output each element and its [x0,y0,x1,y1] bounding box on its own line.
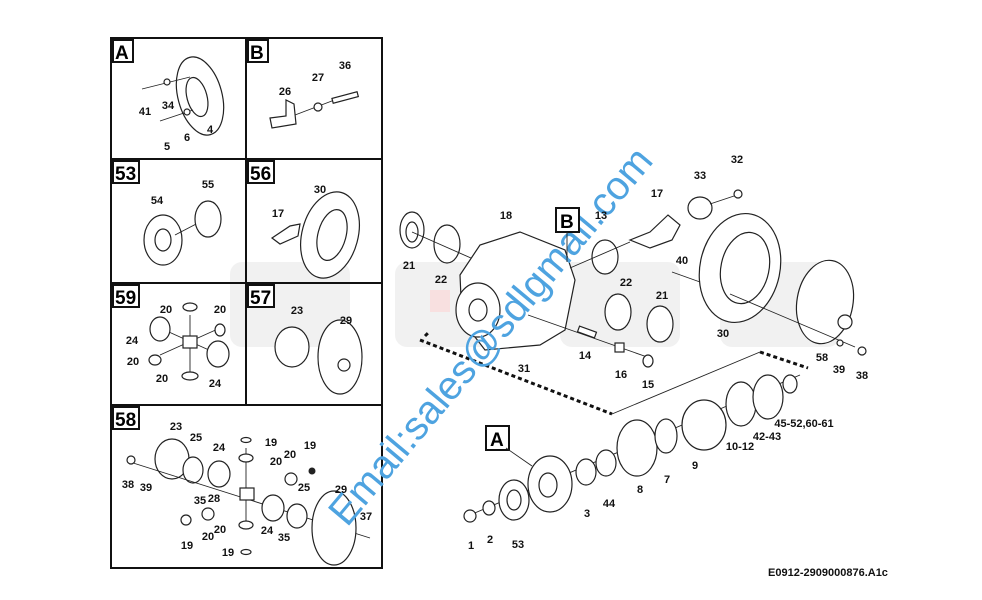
part-number-label: 39 [140,482,152,494]
part-number-label: 36 [339,60,351,72]
part-number-label: 31 [518,363,530,375]
part-number-label: 3 [584,508,590,520]
part-number-label: 42-43 [753,431,781,443]
part-number-label: 18 [500,210,512,222]
part-number-label: 13 [595,210,607,222]
panel-a-parts [141,56,225,136]
part-number-label: 21 [656,290,668,302]
part-number-label: 38 [122,479,134,491]
part-number-label: 20 [160,304,172,316]
panel-53-parts [143,200,222,266]
part-number-label: 25 [298,482,310,494]
part-number-label: 19 [304,440,316,452]
part-number-label: 20 [214,524,226,536]
part-number-label: 22 [620,277,632,289]
part-number-label: 23 [170,421,182,433]
panel-59-parts [148,302,230,381]
part-number-label: 20 [284,449,296,461]
part-number-label: 1 [468,540,474,552]
lower-assembly-parts [463,374,801,523]
part-number-label: 8 [637,484,643,496]
part-number-label: 19 [181,540,193,552]
panel-title: A [115,43,129,64]
main-assembly-parts [399,189,867,416]
part-number-label: 17 [272,208,284,220]
part-number-label: 9 [692,460,698,472]
part-number-label: 35 [194,495,206,507]
part-number-label: 35 [278,532,290,544]
panel-title-box [112,160,140,184]
part-number-label: 19 [222,547,234,559]
panel-title-box [247,284,275,308]
part-number-label: 29 [335,484,347,496]
panel-58-parts [126,436,371,566]
panel-title: 53 [115,164,136,185]
part-number-label: 58 [816,352,828,364]
part-number-label: 37 [360,511,372,523]
part-number-label: 24 [126,335,139,347]
callout-b-letter: B [560,212,574,233]
panel-57-parts [274,319,363,395]
part-number-label: 30 [314,184,326,196]
part-number-label: 21 [403,260,415,272]
part-number-label: 20 [156,373,168,385]
panel-56-parts [270,191,360,279]
part-number-label: 27 [312,72,324,84]
part-number-label: 24 [213,442,226,454]
part-number-label: 24 [209,378,222,390]
panel-title-box [247,160,275,184]
part-number-label: 20 [214,304,226,316]
part-number-label: 45-52,60-61 [774,418,833,430]
part-number-label: 39 [833,364,845,376]
part-number-label: 2 [487,534,493,546]
part-number-label: 29 [340,315,352,327]
callout-leader [505,447,533,467]
callout-a-letter: A [490,430,504,451]
part-number-label: 54 [151,195,164,207]
part-number-label: 34 [162,100,175,112]
part-number-label: 30 [717,328,729,340]
part-number-label: 53 [512,539,524,551]
part-number-label: 14 [579,350,592,362]
part-number-label: 33 [694,170,706,182]
part-number-label: 20 [270,456,282,468]
panel-title: 59 [115,288,136,309]
part-number-label: 32 [731,154,743,166]
panel-b-parts [269,90,360,129]
part-number-label: 40 [676,255,688,267]
part-number-label: 26 [279,86,291,98]
part-number-label: 25 [190,432,202,444]
panel-title: 58 [115,410,136,431]
panel-title: 57 [250,288,271,309]
panel-title: B [250,43,264,64]
panel-title-box [247,39,269,63]
part-number-label: 28 [208,493,220,505]
part-number-label: 23 [291,305,303,317]
part-number-label: 19 [265,437,277,449]
part-number-label: 15 [642,379,654,391]
panel-title-box [112,406,140,430]
callout-b-box [555,207,580,233]
inset-panels [110,37,383,569]
part-number-label: 38 [856,370,868,382]
part-number-label: 20 [202,531,214,543]
part-number-label: 22 [435,274,447,286]
part-number-label: 4 [207,124,214,136]
part-number-label: 16 [615,369,627,381]
panel-title-box [112,39,134,63]
part-number-label: 7 [664,474,670,486]
part-number-label: 24 [261,525,274,537]
part-number-label: 20 [127,356,139,368]
part-number-label: 41 [139,106,151,118]
panel-title-box [112,284,140,308]
part-number-label: 5 [164,141,170,153]
part-number-label: 17 [651,188,663,200]
callout-a-box [485,425,510,451]
panel-title: 56 [250,164,271,185]
drawing-number: E0912-2909000876.A1c [768,567,888,579]
part-number-label: 10-12 [726,441,754,453]
part-number-label: 6 [184,132,190,144]
part-number-label: 55 [202,179,214,191]
part-number-label: 44 [603,498,616,510]
